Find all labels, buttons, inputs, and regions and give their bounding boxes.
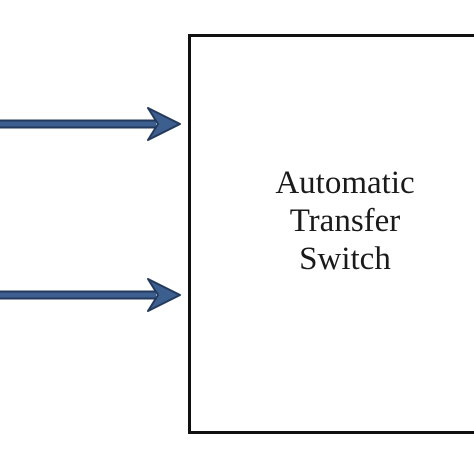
block-label-line-3: Switch bbox=[299, 241, 391, 277]
lower-arrow-head bbox=[147, 278, 181, 312]
block-label-line-1: Automatic bbox=[275, 165, 415, 201]
block-label-line-2: Transfer bbox=[289, 203, 401, 239]
upper-arrow-head bbox=[147, 107, 181, 141]
automatic-transfer-switch-block bbox=[188, 34, 474, 434]
block-label: Automatic Transfer Switch bbox=[226, 164, 464, 278]
upper-input-arrow bbox=[0, 107, 181, 141]
lower-input-arrow bbox=[0, 278, 181, 312]
